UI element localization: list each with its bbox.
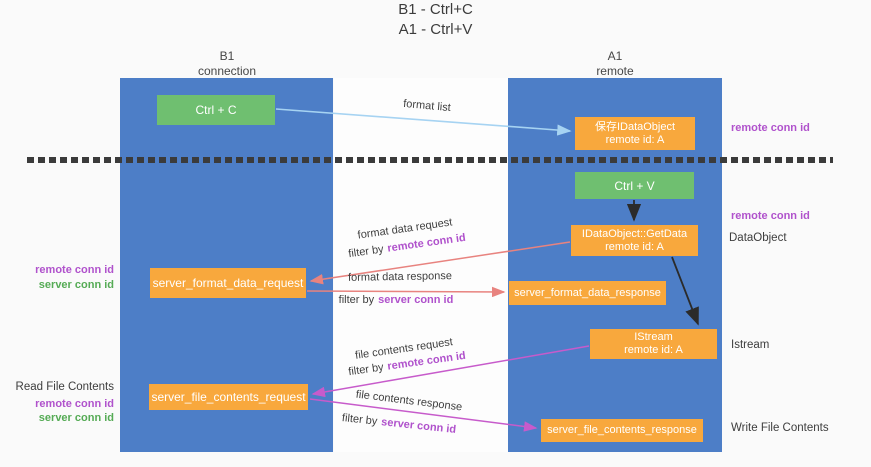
dashed-divider bbox=[27, 157, 833, 163]
node-ctrl-v: Ctrl + V bbox=[575, 172, 694, 199]
node-ctrl-v-label: Ctrl + V bbox=[614, 178, 655, 193]
node-save-idataobject: 保存IDataObject remote id: A bbox=[575, 117, 695, 150]
node-server-file-contents-request-label: server_file_contents_request bbox=[151, 389, 306, 404]
node-server-file-contents-response-label: server_file_contents_response bbox=[547, 424, 697, 436]
label-format-data-response: format data response bbox=[347, 270, 453, 284]
node-istream: IStream remote id: A bbox=[590, 329, 717, 359]
server-conn-id-text: server conn id bbox=[378, 294, 454, 306]
left-label-server-conn-id-1: server conn id bbox=[38, 279, 114, 291]
left-label-read-file-contents: Read File Contents bbox=[15, 381, 114, 393]
node-server-format-data-request-label: server_format_data_request bbox=[152, 275, 304, 290]
node-server-format-data-request: server_format_data_request bbox=[150, 268, 306, 298]
node-ctrl-c: Ctrl + C bbox=[157, 95, 275, 125]
right-label-remote-conn-id-2: remote conn id bbox=[731, 210, 810, 222]
node-server-file-contents-response: server_file_contents_response bbox=[541, 419, 703, 442]
left-column-header: B1 connection bbox=[157, 49, 297, 79]
right-column-header: A1 remote bbox=[545, 49, 685, 79]
right-column-name: A1 bbox=[607, 49, 623, 63]
node-ctrl-c-label: Ctrl + C bbox=[195, 103, 237, 117]
diagram-title: B1 - Ctrl+C A1 - Ctrl+V bbox=[0, 0, 871, 40]
node-server-format-data-response: server_format_data_response bbox=[509, 281, 666, 305]
title-line-1: B1 - Ctrl+C bbox=[398, 1, 473, 18]
left-label-remote-conn-id-2: remote conn id bbox=[35, 398, 114, 410]
node-idataobject-getdata: IDataObject::GetData remote id: A bbox=[571, 225, 698, 256]
node-server-file-contents-request: server_file_contents_request bbox=[149, 384, 308, 410]
node-idataobject-getdata-line1: IDataObject::GetData bbox=[581, 227, 688, 240]
right-label-istream: Istream bbox=[731, 339, 770, 351]
node-save-idataobject-line1: 保存IDataObject bbox=[594, 120, 676, 133]
node-istream-line1: IStream bbox=[634, 331, 673, 343]
left-label-remote-conn-id-1: remote conn id bbox=[35, 264, 114, 276]
left-column-name: B1 bbox=[219, 49, 235, 63]
right-label-dataobject: DataObject bbox=[729, 232, 787, 244]
right-column-role: remote bbox=[596, 64, 634, 78]
node-server-format-data-response-label: server_format_data_response bbox=[514, 286, 661, 299]
node-istream-line2: remote id: A bbox=[624, 344, 683, 356]
left-column-role: connection bbox=[197, 64, 257, 78]
title-line-2: A1 - Ctrl+V bbox=[398, 21, 473, 38]
node-save-idataobject-line2: remote id: A bbox=[605, 133, 665, 146]
filter-by-text: filter by bbox=[338, 294, 375, 306]
right-label-remote-conn-id-1: remote conn id bbox=[731, 122, 810, 134]
node-idataobject-getdata-line2: remote id: A bbox=[605, 240, 664, 253]
left-label-server-conn-id-2: server conn id bbox=[38, 412, 114, 424]
right-label-write-file-contents: Write File Contents bbox=[731, 422, 829, 434]
